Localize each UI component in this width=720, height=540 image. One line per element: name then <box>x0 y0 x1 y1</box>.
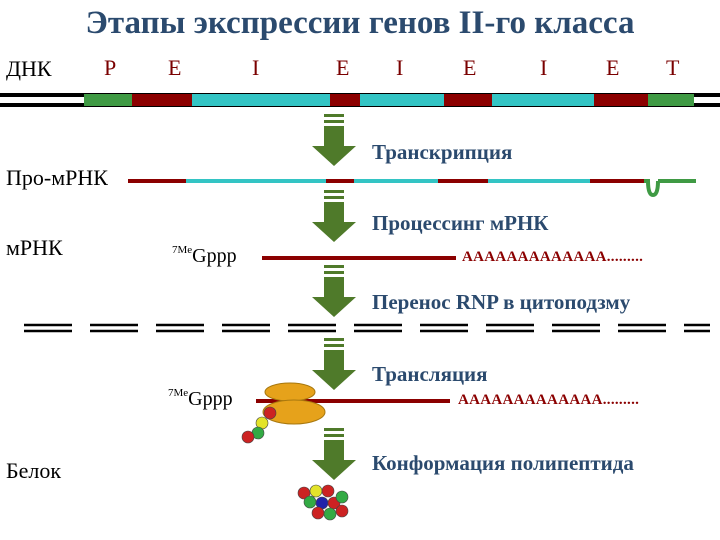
down-arrow-icon <box>312 265 356 317</box>
exon-segment <box>132 94 192 106</box>
cap-label-mrna: 7MeGppp <box>172 244 237 267</box>
segment-label-promoter: P <box>104 55 117 80</box>
segment-label-intron: I <box>252 55 260 80</box>
exon-segment <box>594 94 648 106</box>
promoter-segment <box>84 94 132 106</box>
step-transcription: Транскрипция <box>372 140 513 164</box>
step-translation: Трансляция <box>372 362 488 386</box>
down-arrow-icon <box>312 428 356 480</box>
intron-segment <box>360 94 444 106</box>
down-arrow-icon <box>312 190 356 242</box>
down-arrow-icon <box>312 114 356 166</box>
segment-label-exon: E <box>606 55 620 80</box>
segment-label-terminator: T <box>666 55 680 80</box>
cap-label-translation: 7MeGppp <box>168 387 233 410</box>
amino-acid-beads-icon <box>241 406 277 444</box>
intron-segment <box>492 94 594 106</box>
nuclear-membrane <box>24 323 710 333</box>
step-transport: Перенос RNP в цитоподзму <box>372 290 631 314</box>
page-title: Этапы экспрессии генов II-го класса <box>85 5 635 41</box>
mrna-label: мРНК <box>6 235 63 260</box>
amino-acid-beads-icon <box>297 484 349 521</box>
protein-label: Белок <box>6 458 62 483</box>
segment-label-exon: E <box>168 55 182 80</box>
ribosome-icon <box>262 382 326 425</box>
intron-segment <box>192 94 330 106</box>
dna-strand <box>0 93 720 107</box>
poly-a-tail: AAAAAAAAAAAAA......... <box>458 392 640 408</box>
segment-label-exon: E <box>463 55 477 80</box>
down-arrow-icon <box>312 338 356 390</box>
step-processing: Процессинг мРНК <box>372 211 549 235</box>
exon-segment <box>330 94 360 106</box>
dna-label: ДНК <box>6 56 52 81</box>
poly-a-tail: AAAAAAAAAAAAA......... <box>462 249 644 265</box>
segment-label-intron: I <box>540 55 548 80</box>
segment-label-exon: E <box>336 55 350 80</box>
pre-mrna-label: Про-мРНК <box>6 165 108 190</box>
exon-segment <box>444 94 492 106</box>
pre-mrna-strand <box>128 179 696 198</box>
step-conformation: Конформация полипептида <box>372 451 634 475</box>
terminator-segment <box>648 94 694 106</box>
segment-label-intron: I <box>396 55 404 80</box>
